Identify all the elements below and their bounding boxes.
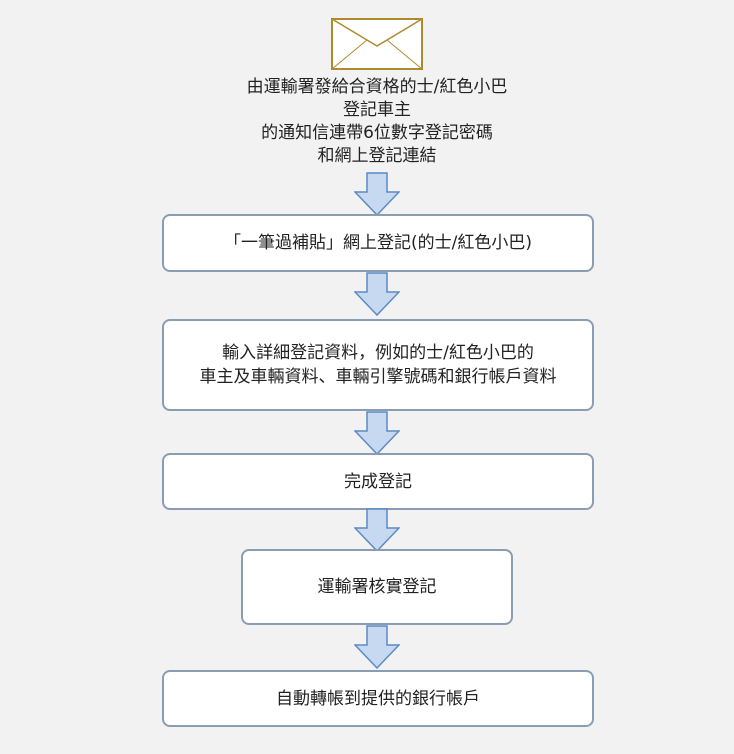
envelope-icon <box>331 18 423 70</box>
step-enter-details: 輸入詳細登記資料，例如的士/紅色小巴的 車主及車輛資料、車輛引擎號碼和銀行帳戶資… <box>162 319 594 411</box>
down-arrow-icon <box>354 625 400 669</box>
step-complete-registration: 完成登記 <box>162 453 594 510</box>
step-label: 自動轉帳到提供的銀行帳戶 <box>276 688 480 709</box>
intro-line: 由運輸署發給合資格的士/紅色小巴 <box>246 77 508 97</box>
down-arrow-icon <box>354 272 400 316</box>
down-arrow-icon <box>354 508 400 552</box>
intro-line: 和網上登記連結 <box>317 146 437 166</box>
intro-text: 由運輸署發給合資格的士/紅色小巴 登記車主 的通知信連帶6位數字登記密碼 和網上… <box>180 76 574 168</box>
step-label: 車主及車輛資料、車輛引擎號碼和銀行帳戶資料 <box>199 367 557 387</box>
intro-line: 的通知信連帶6位數字登記密碼 <box>261 123 493 143</box>
down-arrow-icon <box>354 172 400 216</box>
step-label: 輸入詳細登記資料，例如的士/紅色小巴的 <box>222 343 534 363</box>
step-label: 完成登記 <box>344 471 412 492</box>
down-arrow-icon <box>354 411 400 455</box>
step-label: 「一筆過補貼」網上登記(的士/紅色小巴) <box>224 233 532 253</box>
step-label: 運輸署核實登記 <box>317 577 437 597</box>
step-auto-transfer: 自動轉帳到提供的銀行帳戶 <box>162 670 594 727</box>
step-online-registration: 「一筆過補貼」網上登記(的士/紅色小巴) <box>162 214 594 272</box>
step-td-verification: 運輸署核實登記 <box>241 549 513 625</box>
intro-line: 登記車主 <box>343 100 411 120</box>
